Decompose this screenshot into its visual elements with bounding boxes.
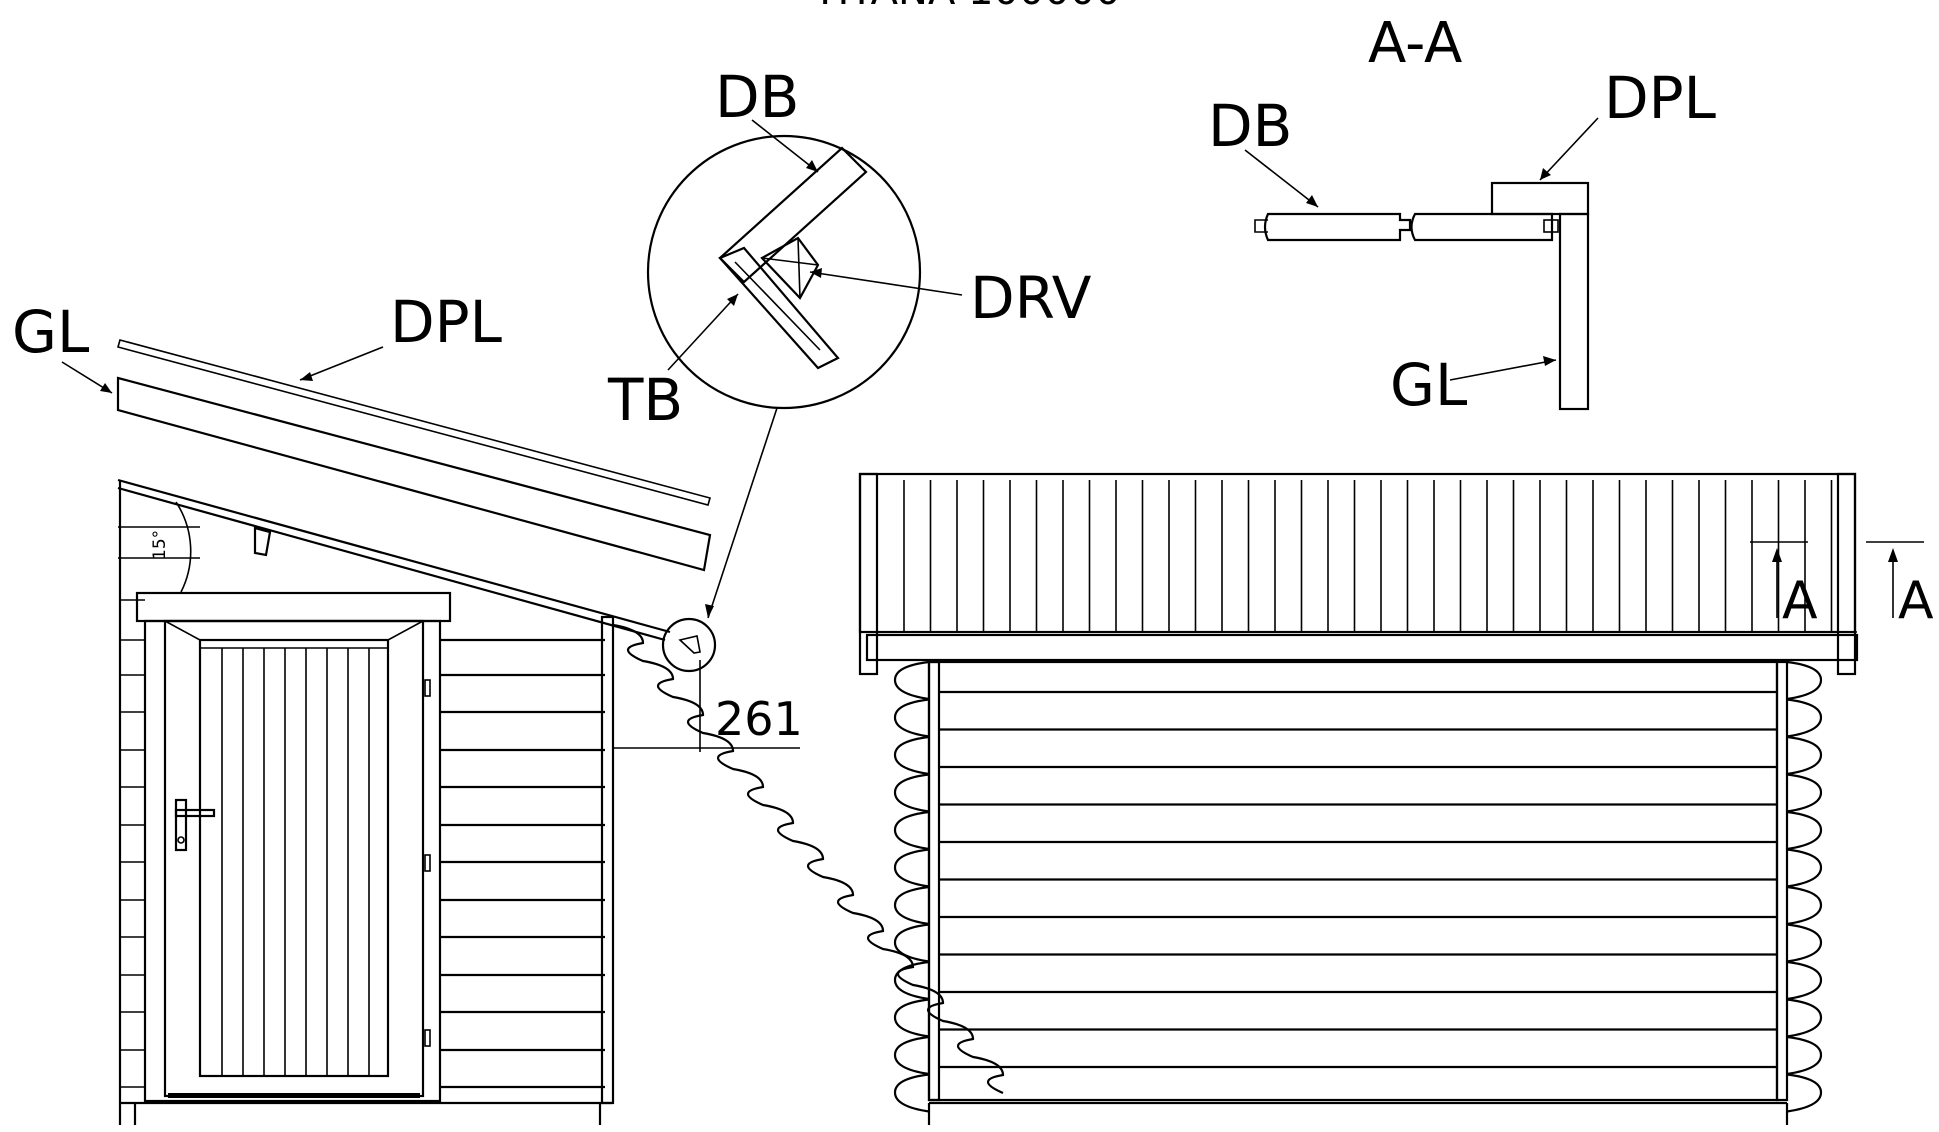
roof-felt-dpl <box>117 339 711 506</box>
section-title: A-A <box>1368 11 1462 76</box>
front-log-ends-right <box>1786 660 1823 1113</box>
side-elevation: 15° <box>12 288 1005 1125</box>
roof-end-post-right <box>1836 472 1857 676</box>
corner-post <box>600 615 615 1105</box>
label-dpl-section: DPL <box>1604 64 1716 132</box>
section-marker-label: A <box>1782 571 1818 631</box>
eave-beam <box>865 633 1859 662</box>
section-board-left <box>1263 212 1412 242</box>
left-log-ends <box>120 599 145 1088</box>
label-dpl: DPL <box>390 288 502 356</box>
door-leaf[interactable] <box>198 638 390 1078</box>
side-wall-logs <box>440 638 605 1089</box>
section-marker-label-2: A <box>1898 571 1934 631</box>
section-a-a: A-A DB DPL GL <box>1208 11 1716 419</box>
fascia-boards <box>903 480 1833 632</box>
detail-db-board <box>718 146 868 284</box>
roof-slope-line <box>117 478 671 634</box>
dimension-261: 261 <box>715 692 803 746</box>
leader-gl-section <box>1449 359 1557 381</box>
front-wall-logs <box>939 690 1777 1069</box>
door-frame <box>143 619 442 1103</box>
label-gl-section: GL <box>1390 351 1467 419</box>
detail-marker-circle <box>661 617 717 673</box>
label-drv: DRV <box>970 264 1092 332</box>
front-elevation: A A <box>858 472 1934 1125</box>
hinge-middle <box>424 854 431 872</box>
section-marker-left: A <box>1750 541 1818 631</box>
detail-circle <box>646 134 922 410</box>
leader-db-section <box>1244 149 1319 208</box>
label-db-detail: DB <box>715 63 799 131</box>
section-gl-board <box>1558 212 1590 411</box>
detail-tb-board <box>718 246 840 370</box>
drawing-title: HYANA 100000 <box>819 0 1120 14</box>
front-log-ends-left <box>893 660 930 1113</box>
section-marker-right: A <box>1866 541 1934 631</box>
label-db-section: DB <box>1208 92 1292 160</box>
leader-dpl-section <box>1539 117 1599 181</box>
hinge-bottom <box>424 1029 431 1047</box>
keyhole-icon <box>177 836 185 844</box>
label-gl: GL <box>12 298 89 366</box>
detail-leader <box>707 407 778 619</box>
detail-view: DB DRV TB <box>607 63 1092 619</box>
front-post-right <box>1775 660 1789 1102</box>
angle-arc <box>175 501 192 593</box>
door-handle-plate[interactable] <box>174 798 188 852</box>
front-post-left <box>927 660 941 1102</box>
detail-drv-rafter <box>760 236 820 300</box>
leader-tb <box>667 293 739 371</box>
front-wall <box>927 660 1779 1102</box>
door-frame-inner <box>163 619 425 1098</box>
leader-drv <box>809 271 963 296</box>
log-ends-profile <box>612 623 1005 1095</box>
label-tb: TB <box>607 366 683 434</box>
leader-dpl <box>299 346 384 381</box>
roof-end-post-left <box>858 472 879 676</box>
door-planks <box>200 647 388 1076</box>
section-board-right <box>1410 212 1554 242</box>
roof-angle-label: 15° <box>150 530 170 560</box>
section-dpl-cap <box>1490 181 1590 216</box>
door-threshold <box>168 1093 420 1098</box>
purlin-block <box>253 526 272 557</box>
gable-roof-panel-gl <box>116 376 712 572</box>
door-header <box>135 591 452 623</box>
roof-slope-inner <box>117 486 666 642</box>
hinge-top <box>424 679 431 697</box>
leader-db-detail <box>751 119 819 173</box>
door-handle[interactable] <box>174 808 216 818</box>
